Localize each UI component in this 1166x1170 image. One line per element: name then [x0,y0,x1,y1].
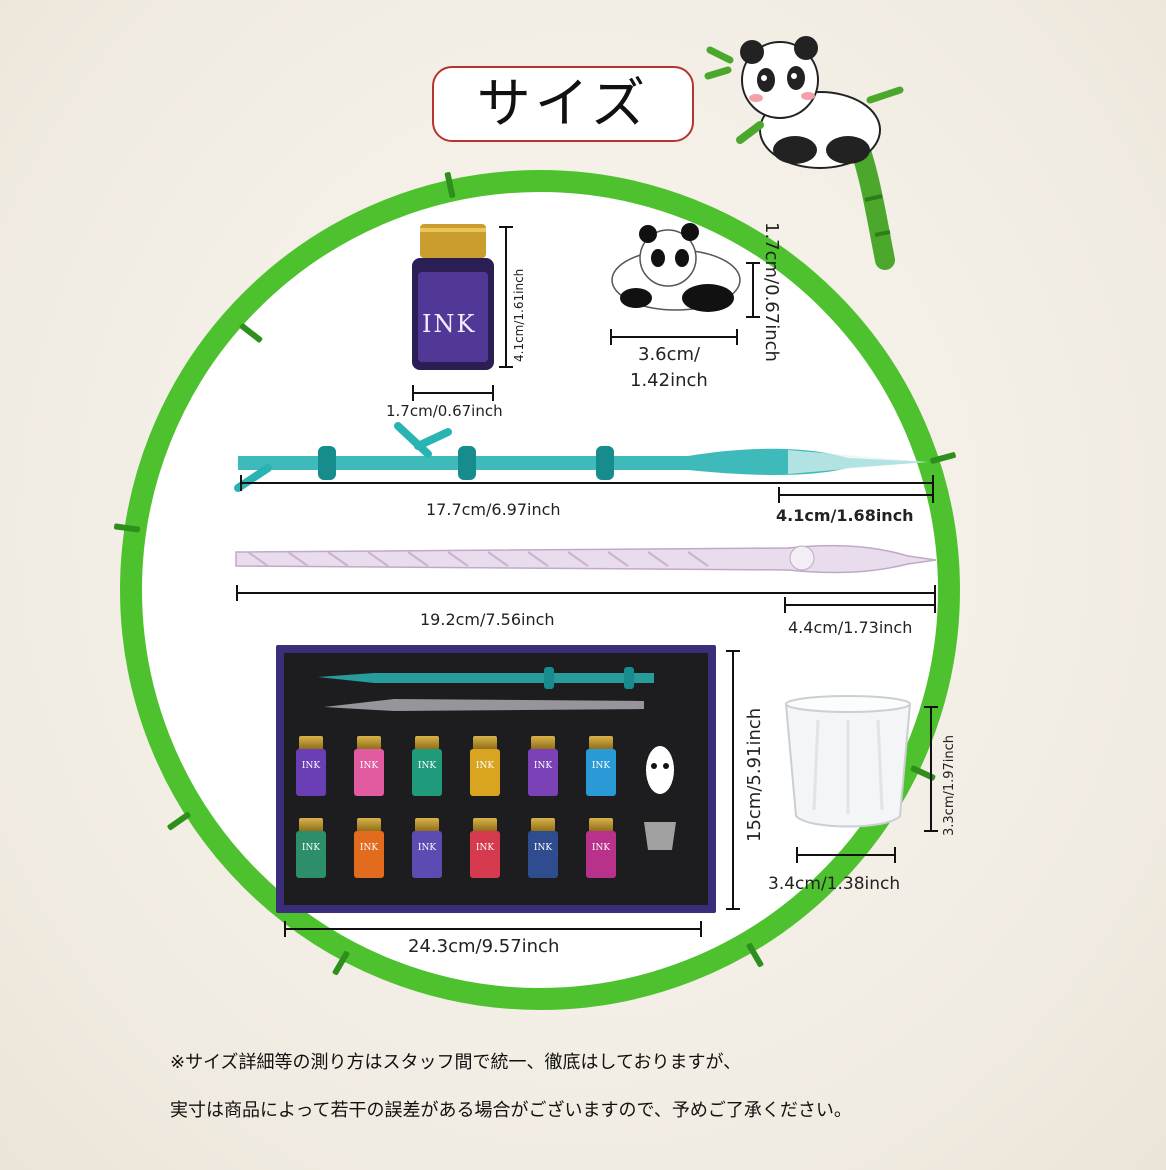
bottle-ink-label: INK [417,843,437,853]
ink-bottle: INK [354,818,384,878]
page-title: サイズ [476,72,650,135]
ink-bottle: INK [354,736,384,796]
note-line-1: ※サイズ詳細等の測り方はスタッフ間で統一、徹底はしておりますが、 [170,1052,742,1073]
bottle-body: INK [296,831,326,878]
bottle-ink-label: INK [475,843,495,853]
ink-bottle: INK [412,736,442,796]
ink-width-line [412,385,494,401]
box-width-label: 24.3cm/9.57inch [408,936,560,957]
bottle-cap [589,736,613,750]
glass-pen-tip-label: 4.4cm/1.73inch [788,618,913,637]
ink-label: INK [422,310,477,338]
bottle-ink-label: INK [591,843,611,853]
bottle-body: INK [412,831,442,878]
bottle-cap [531,736,555,750]
ink-bottle-illustration [412,224,494,370]
cup-width-line [796,847,896,863]
bottle-ink-label: INK [533,843,553,853]
bottle-body: INK [470,831,500,878]
stand-width-cm-label: 3.6cm/ [638,344,701,365]
bottle-ink-label: INK [417,761,437,771]
bottle-ink-label: INK [475,761,495,771]
bottle-cap [473,736,497,750]
bottle-cap [299,818,323,832]
bamboo-pen-tip-label: 4.1cm/1.68inch [776,506,914,525]
bottle-cap [531,818,555,832]
cup-height-label: 3.3cm/1.97inch [942,734,957,836]
bottle-body: INK [354,831,384,878]
glass-pen-length-label: 19.2cm/7.56inch [420,610,555,629]
bottle-body: INK [528,831,558,878]
bottle-ink-label: INK [301,843,321,853]
ink-bottle: INK [412,818,442,878]
stand-width-line [610,329,738,345]
bottle-body: INK [470,749,500,796]
bamboo-pen-tip-line [778,487,934,503]
ink-bottle: INK [470,818,500,878]
bottle-body: INK [586,831,616,878]
bottle-ink-label: INK [359,761,379,771]
box-pens-illustration [318,667,654,711]
ink-bottle: INK [586,736,616,796]
ink-bottle: INK [296,818,326,878]
box-height-label: 15cm/5.91inch [744,707,765,842]
bottle-body: INK [296,749,326,796]
bamboo-pen-length-line [240,475,934,491]
bottle-ink-label: INK [359,843,379,853]
bottle-cap [299,736,323,750]
box-width-line [284,921,702,937]
bottle-body: INK [586,749,616,796]
bamboo-joint [166,811,192,831]
bottle-cap [473,818,497,832]
bottle-ink-label: INK [533,761,553,771]
bamboo-glass-pen-illustration [234,422,928,492]
ink-height-label: 4.1cm/1.61inch [512,268,526,362]
bottle-cap [357,818,381,832]
cup-height-line [924,706,938,832]
ink-bottle: INK [586,818,616,878]
bottle-cap [589,818,613,832]
glass-pen-tip-line [784,597,936,613]
glass-pen-length-line [236,585,936,601]
glass-cup-illustration [784,695,912,828]
bottle-cap [357,736,381,750]
bottle-body: INK [412,749,442,796]
note-line-2: 実寸は商品によって若干の誤差がある場合がございますので、予めご了承ください。 [170,1100,852,1121]
title-box: サイズ [432,66,694,142]
stand-height-line [746,262,760,318]
panda-mascot-illustration [704,36,904,270]
bamboo-pen-length-label: 17.7cm/6.97inch [426,500,561,519]
ink-bottle: INK [296,736,326,796]
box-panda-stand-illustration [644,746,676,850]
bottle-cap [415,818,439,832]
bottle-cap [415,736,439,750]
clear-glass-pen-illustration [235,544,937,574]
stand-width-inch-label: 1.42inch [630,370,708,391]
box-height-line [726,650,740,910]
bottle-body: INK [354,749,384,796]
ink-bottle: INK [470,736,500,796]
panda-pen-stand-illustration [611,223,741,312]
cup-width-label: 3.4cm/1.38inch [768,874,901,894]
stand-height-label: 1.7cm/0.67inch [761,222,782,362]
bottle-body: INK [528,749,558,796]
ink-width-label: 1.7cm/0.67inch [386,402,503,420]
bottle-ink-label: INK [591,761,611,771]
ink-bottle: INK [528,736,558,796]
bottle-ink-label: INK [301,761,321,771]
ink-height-line [499,226,513,368]
ink-bottle: INK [528,818,558,878]
